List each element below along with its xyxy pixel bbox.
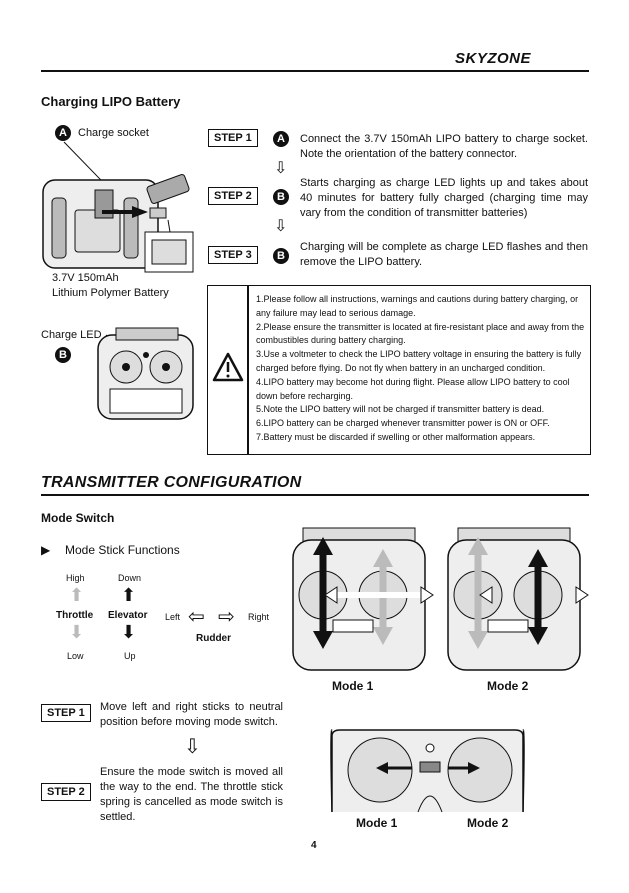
mode-switch-closeup (330, 729, 525, 813)
warning-item: 4.LIPO battery may become hot during fli… (256, 376, 570, 401)
throttle-down-arrow-icon: ⬇ (69, 622, 85, 642)
warning-divider (247, 285, 249, 454)
mode-2-diagram (447, 527, 589, 671)
charging-step-2-marker: B (273, 189, 289, 205)
transmitter-front-illustration (97, 327, 194, 420)
section-rule (41, 494, 589, 496)
warning-triangle-icon (212, 352, 244, 382)
left-arrow-icon: ⇦ (188, 606, 205, 628)
warning-item: 7.Battery must be discarded if swelling … (256, 431, 536, 442)
mode-switch-title: Mode Switch (41, 511, 115, 525)
warning-list: 1.Please follow all instructions, warnin… (256, 293, 586, 445)
charging-step-3-text: Charging will be complete as charge LED … (300, 241, 588, 268)
down-label: Down (118, 573, 142, 583)
warning-item: 5.Note the LIPO battery will not be char… (256, 404, 545, 415)
down-arrow-icon: ⇩ (274, 160, 288, 177)
battery-spec-line1: 3.7V 150mAh (52, 272, 119, 284)
mode-1-diagram (292, 527, 434, 671)
closeup-mode-2-label: Mode 2 (467, 816, 509, 830)
transmitter-back-illustration (42, 141, 194, 273)
warning-item: 6.LIPO battery can be charged whenever t… (256, 418, 550, 429)
high-label: High (66, 573, 85, 583)
elevator-up-arrow-icon: ⬆ (121, 585, 137, 605)
right-label: Right (248, 612, 270, 622)
mode-1-label: Mode 1 (332, 679, 374, 693)
left-label: Left (165, 612, 181, 622)
charging-step-3-label: STEP 3 (208, 246, 258, 264)
mode-step-2-text: Ensure the mode switch is moved all the … (100, 766, 283, 823)
charging-step-1-marker: A (273, 131, 289, 147)
throttle-label: Throttle (56, 610, 94, 621)
warning-item: 1.Please follow all instructions, warnin… (256, 294, 579, 318)
charging-title: Charging LIPO Battery (41, 94, 181, 109)
elevator-down-arrow-icon: ⬇ (121, 622, 137, 642)
down-arrow-icon: ⇩ (184, 736, 201, 758)
charging-step-1-text: Connect the 3.7V 150mAh LIPO battery to … (300, 133, 588, 160)
charging-step-2-text: Starts charging as charge LED lights up … (300, 177, 588, 219)
low-label: Low (67, 651, 84, 661)
up-label: Up (124, 651, 136, 661)
mode-step-1-text: Move left and right sticks to neutral po… (100, 701, 283, 728)
marker-a: A (55, 125, 71, 141)
down-arrow-icon: ⇩ (274, 218, 288, 235)
mode-step-1-label: STEP 1 (41, 704, 91, 722)
header-rule (41, 70, 589, 72)
mode-stick-functions-label: Mode Stick Functions (65, 543, 180, 557)
closeup-mode-1-label: Mode 1 (356, 816, 398, 830)
charge-socket-label: Charge socket (78, 127, 149, 139)
battery-spec-line2: Lithium Polymer Battery (52, 287, 169, 299)
play-bullet-icon: ▶ (41, 543, 51, 557)
right-arrow-icon: ⇨ (218, 606, 235, 628)
charging-step-1-label: STEP 1 (208, 129, 258, 147)
warning-box (207, 285, 591, 455)
elevator-label: Elevator (108, 610, 148, 621)
page-number: 4 (311, 840, 317, 851)
brand-logo: SKYZONE (455, 50, 532, 67)
charging-step-3-marker: B (273, 248, 289, 264)
charge-led-label: Charge LED (41, 329, 102, 341)
warning-item: 3.Use a voltmeter to check the LIPO batt… (256, 349, 582, 373)
throttle-up-arrow-icon: ⬆ (69, 585, 85, 605)
warning-item: 2.Please ensure the transmitter is locat… (256, 321, 585, 346)
transmitter-config-title: TRANSMITTER CONFIGURATION (41, 474, 302, 491)
mode-step-2-label: STEP 2 (41, 783, 91, 801)
mode-2-label: Mode 2 (487, 679, 529, 693)
marker-b: B (55, 347, 71, 363)
charging-step-2-label: STEP 2 (208, 187, 258, 205)
rudder-label: Rudder (196, 633, 231, 644)
